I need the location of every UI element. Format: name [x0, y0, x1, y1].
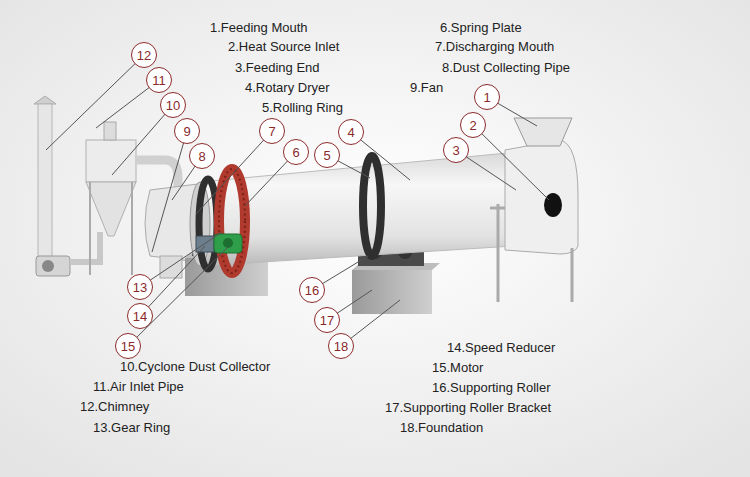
callout-circle: 1 [474, 84, 500, 110]
part-name: 3.Feeding End [235, 60, 320, 76]
callout-number: 7 [268, 125, 275, 138]
part-name: 2.Heat Source Inlet [228, 39, 339, 55]
callout-circle: 6 [283, 139, 309, 165]
callout-circle: 2 [460, 112, 486, 138]
callout-number: 5 [323, 149, 330, 162]
callout-number: 6 [292, 146, 299, 159]
callout-number: 15 [121, 340, 135, 353]
part-name: 18.Foundation [400, 420, 483, 436]
callout-number: 10 [166, 99, 180, 112]
part-name: 10.Cyclone Dust Collector [120, 359, 270, 375]
callout-number: 8 [198, 150, 205, 163]
callout-circle: 9 [174, 118, 200, 144]
callout-circle: 7 [259, 118, 285, 144]
callout-number: 18 [334, 340, 348, 353]
callout-circle: 13 [127, 274, 153, 300]
part-name: 13.Gear Ring [93, 420, 170, 436]
part-name: 15.Motor [432, 360, 483, 376]
callout-circle: 18 [328, 333, 354, 359]
callout-number: 13 [133, 281, 147, 294]
callout-circle: 15 [115, 333, 141, 359]
part-name: 14.Speed Reducer [447, 340, 555, 356]
callout-number: 12 [137, 49, 151, 62]
callout-number: 4 [347, 126, 354, 139]
callout-circle: 11 [146, 67, 172, 93]
part-name: 11.Air Inlet Pipe [93, 379, 184, 395]
part-name: 6.Spring Plate [440, 20, 522, 36]
callout-circle: 3 [443, 137, 469, 163]
part-name: 1.Feeding Mouth [210, 20, 308, 36]
callout-number: 11 [152, 74, 166, 87]
callout-circle: 10 [160, 92, 186, 118]
callout-circle: 12 [131, 42, 157, 68]
callout-number: 3 [452, 144, 459, 157]
part-name: 12.Chimney [80, 399, 149, 415]
part-name: 4.Rotary Dryer [245, 80, 330, 96]
callout-circle: 17 [314, 307, 340, 333]
callout-circle: 8 [189, 143, 215, 169]
callout-number: 16 [305, 284, 319, 297]
callout-circle: 4 [338, 119, 364, 145]
part-name: 16.Supporting Roller [432, 380, 551, 396]
callout-number: 1 [483, 91, 490, 104]
part-name: 17.Supporting Roller Bracket [385, 400, 551, 416]
part-name: 7.Discharging Mouth [435, 39, 554, 55]
callout-number: 9 [183, 125, 190, 138]
callout-number: 2 [469, 119, 476, 132]
callout-number: 17 [320, 314, 334, 327]
callout-circle: 14 [127, 303, 153, 329]
part-name: 5.Rolling Ring [262, 100, 343, 116]
callout-circle: 5 [314, 142, 340, 168]
part-name: 8.Dust Collecting Pipe [442, 60, 570, 76]
callout-circle: 16 [299, 277, 325, 303]
callout-number: 14 [133, 310, 147, 323]
part-name: 9.Fan [410, 80, 443, 96]
